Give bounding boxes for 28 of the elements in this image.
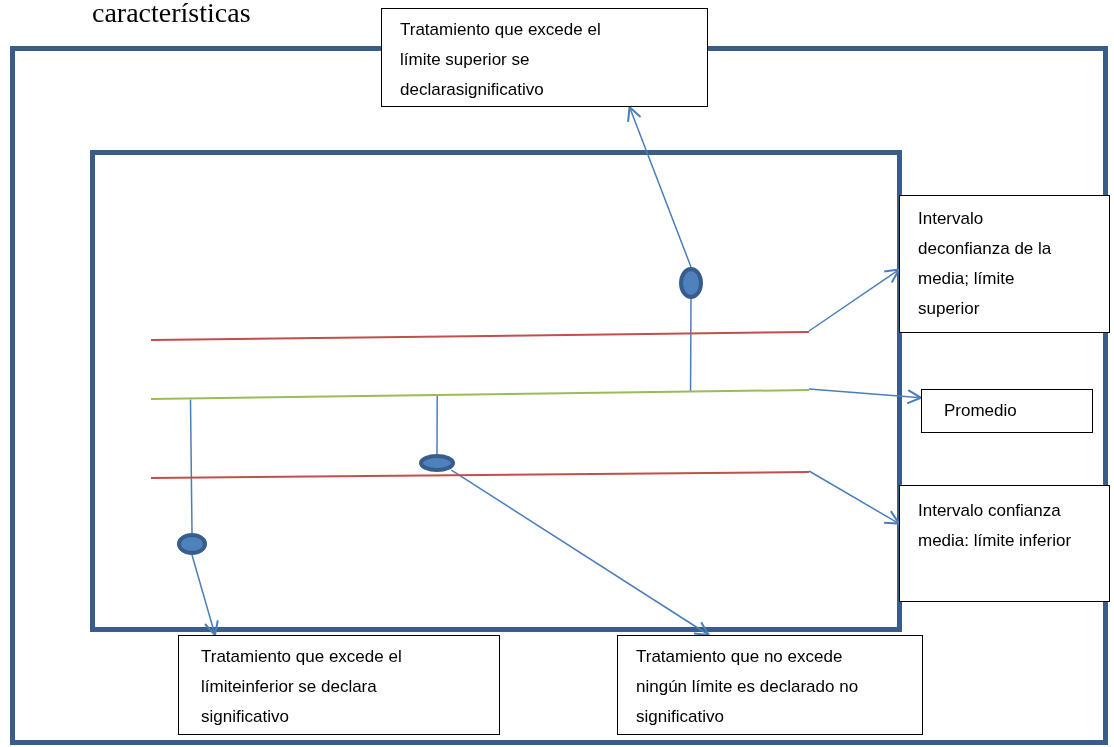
callout-text: Tratamiento que no excede ningún límite es declarado no significativo: [636, 646, 860, 728]
upper-limit-line: [151, 331, 809, 341]
arrow: [450, 469, 710, 636]
callout-box: [381, 8, 708, 107]
inner-frame: [90, 150, 902, 632]
lower-limit-line: [151, 471, 809, 479]
arrow: [627, 106, 692, 268]
callout-text: Promedio: [944, 400, 1018, 422]
connector-line: [689, 298, 692, 392]
outer-frame: [10, 46, 1108, 745]
arrow: [808, 388, 922, 405]
callout-text: Intervalo confianza media: límite inferior: [918, 500, 1073, 552]
callout-text: Tratamiento que excede el límite superior se declarasignificativo: [400, 19, 602, 101]
heading-text: características: [92, 0, 251, 30]
callout-box: [178, 635, 500, 735]
callout-text: Intervalo deconfianza de la media; límite superior: [918, 208, 1053, 320]
callout-box: [617, 635, 923, 735]
arrow: [808, 470, 900, 525]
data-point: [679, 267, 703, 299]
arrow: [191, 554, 219, 636]
connector-line: [436, 394, 438, 455]
callout-box: [921, 389, 1093, 433]
connector-line: [189, 398, 193, 534]
callout-text: Tratamiento que excede el límiteinferior se declara significativo: [201, 646, 403, 728]
mean-line: [151, 389, 809, 400]
arrow: [808, 268, 900, 332]
data-point: [419, 454, 455, 472]
data-point: [177, 533, 207, 555]
